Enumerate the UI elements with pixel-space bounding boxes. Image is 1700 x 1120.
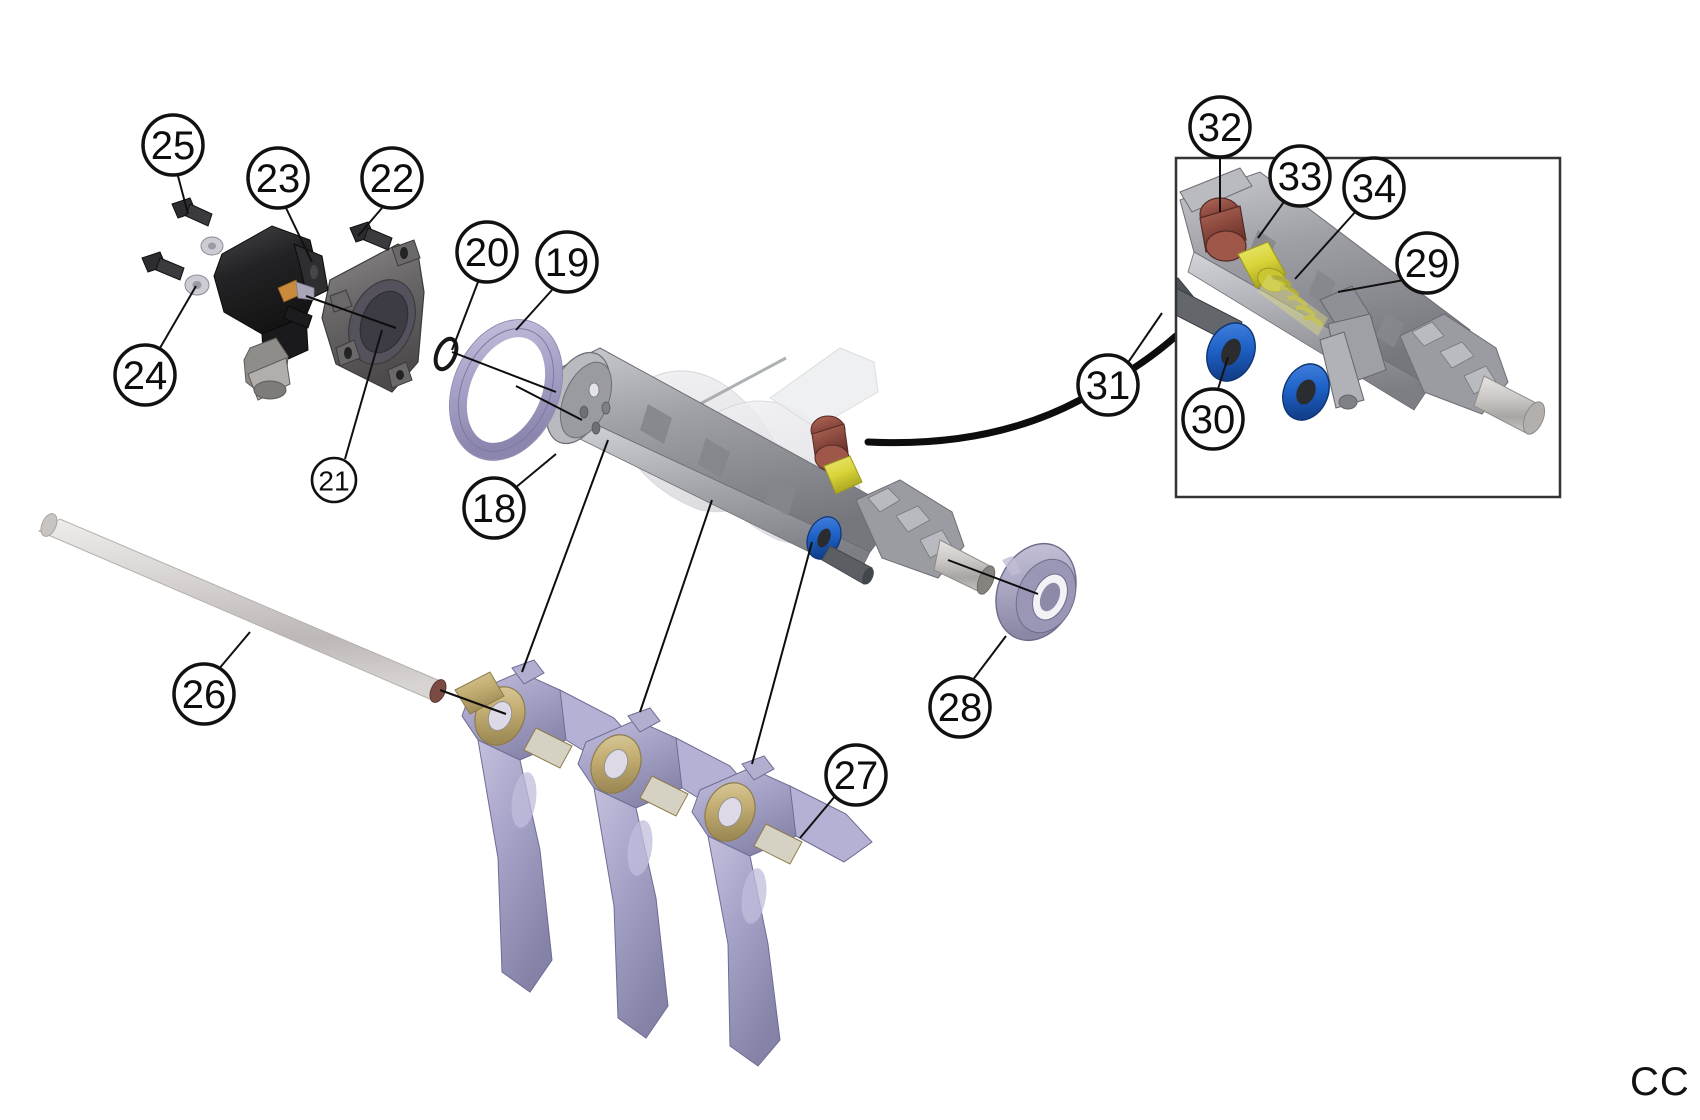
callout-circle-29: [1395, 231, 1459, 295]
callout-label-27: 27: [834, 754, 879, 798]
part-gear-position-sensor: [213, 225, 329, 401]
callout-label-32: 32: [1198, 106, 1243, 150]
inset-connector-line: [864, 332, 1180, 447]
callout-28-ball-bearing[interactable]: 28: [928, 675, 992, 739]
callout-34-detent-spring[interactable]: 34: [1342, 156, 1406, 220]
callout-circle-25: [141, 113, 205, 177]
leader-line-24: [159, 285, 197, 349]
inset-artwork: [1177, 159, 1559, 496]
leader-line-27: [799, 794, 837, 839]
leader-line-19: [515, 289, 553, 331]
callout-label-19: 19: [545, 241, 590, 285]
watermark-text: CC: [1630, 1060, 1690, 1104]
leader-line-28: [971, 635, 1007, 682]
callout-circle-26: [172, 662, 236, 726]
part-fork-shaft: [37, 513, 447, 703]
part-shift-drum: [545, 347, 996, 595]
callout-circle-33: [1268, 144, 1332, 208]
callout-label-30: 30: [1191, 398, 1236, 442]
callout-31-pin[interactable]: 31: [1076, 353, 1140, 417]
callout-circle-32: [1188, 95, 1252, 159]
callout-circle-30: [1181, 387, 1245, 451]
leader-line-22: [357, 207, 383, 237]
callout-label-34: 34: [1352, 167, 1397, 211]
callout-24-washer[interactable]: 24: [113, 343, 177, 407]
leader-line-33: [1257, 198, 1287, 239]
part-bolts-washers: [141, 197, 393, 296]
callout-circle-27: [824, 743, 888, 807]
callout-circle-28: [928, 675, 992, 739]
leader-line-31: [1126, 312, 1163, 365]
part-bearing-retainer-cover: [321, 239, 425, 393]
callout-label-22: 22: [370, 157, 415, 201]
leader-line-23: [285, 207, 313, 263]
callout-label-28: 28: [938, 686, 983, 730]
leader-line-26: [217, 631, 251, 671]
callout-circle-21: [310, 456, 358, 504]
leader-line-34: [1294, 209, 1358, 280]
callout-label-21: 21: [318, 466, 349, 497]
callout-23-gear-position-sensor[interactable]: 23: [246, 146, 310, 210]
callout-circle-19: [535, 230, 599, 294]
leader-line-20: [451, 281, 479, 351]
leader-line-29: [1337, 279, 1405, 293]
callout-circle-24: [113, 343, 177, 407]
callout-label-31: 31: [1086, 364, 1131, 408]
callout-label-23: 23: [256, 157, 301, 201]
callout-32-detent-plug[interactable]: 32: [1188, 95, 1252, 159]
leader-line-21: [344, 329, 383, 460]
part-shift-forks: [454, 659, 873, 1067]
callout-label-20: 20: [465, 231, 510, 275]
leader-line-30: [1217, 356, 1229, 390]
callout-18-shift-drum[interactable]: 18: [462, 476, 526, 540]
callout-label-18: 18: [472, 487, 517, 531]
callout-circle-23: [246, 146, 310, 210]
callout-26-fork-shaft[interactable]: 26: [172, 662, 236, 726]
callout-21-bearing-retainer-cover[interactable]: 21: [310, 456, 358, 504]
callout-label-25: 25: [151, 124, 196, 168]
callout-33-detent-sleeve[interactable]: 33: [1268, 144, 1332, 208]
callout-29-detent-arm[interactable]: 29: [1395, 231, 1459, 295]
callout-label-26: 26: [182, 673, 227, 717]
callout-30-blue-washer[interactable]: 30: [1181, 387, 1245, 451]
callout-25-bolt-upper[interactable]: 25: [141, 113, 205, 177]
callout-circle-18: [462, 476, 526, 540]
callout-label-33: 33: [1278, 155, 1323, 199]
callout-circle-20: [455, 220, 519, 284]
callout-19-oil-seal[interactable]: 19: [535, 230, 599, 294]
leader-line-18: [514, 453, 557, 489]
leader-line-25: [177, 175, 189, 215]
callout-label-24: 24: [123, 354, 168, 398]
callout-20-o-ring[interactable]: 20: [455, 220, 519, 284]
callout-circle-34: [1342, 156, 1406, 220]
callout-circle-22: [360, 146, 424, 210]
part-oil-seal: [448, 319, 564, 461]
callout-22-bolt-cover[interactable]: 22: [360, 146, 424, 210]
part-o-ring: [433, 336, 459, 372]
callout-27-shift-fork[interactable]: 27: [824, 743, 888, 807]
part-ball-bearing: [995, 542, 1077, 642]
callout-label-29: 29: [1405, 242, 1450, 286]
callout-circle-31: [1076, 353, 1140, 417]
